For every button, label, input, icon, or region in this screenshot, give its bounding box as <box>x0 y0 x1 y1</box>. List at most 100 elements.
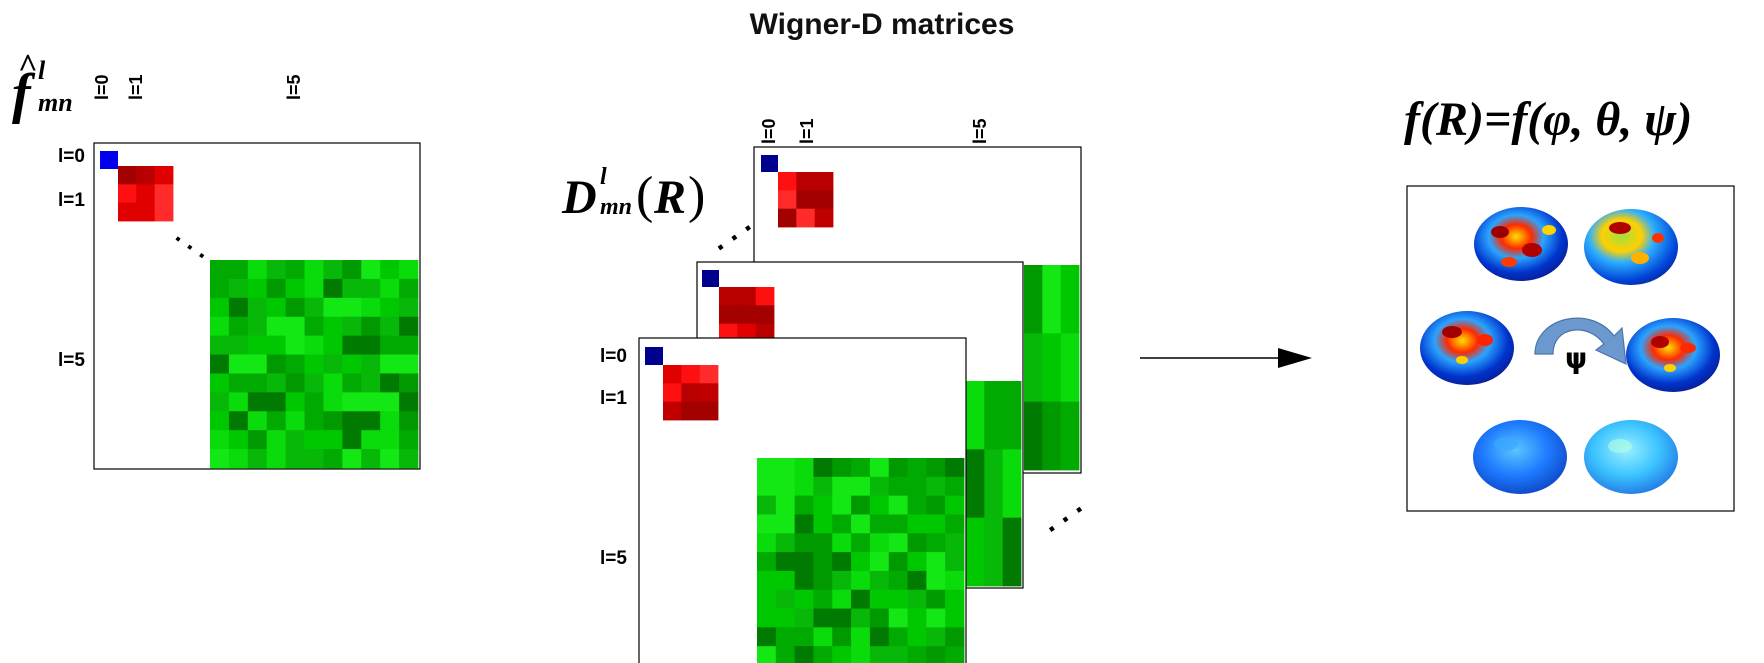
sphere-middle-left <box>1420 311 1514 385</box>
matrix-cell <box>304 411 324 431</box>
matrix-cell <box>1002 517 1022 587</box>
matrix-cell <box>869 476 890 497</box>
matrix-cell <box>663 365 682 384</box>
matrix-cell <box>888 476 908 497</box>
matrix-cell <box>361 297 381 318</box>
matrix-cell <box>775 646 796 663</box>
matrix-cell <box>775 570 796 591</box>
matrix-cell <box>323 392 343 412</box>
matrix-cell <box>775 608 796 628</box>
matrix-cell <box>247 354 268 374</box>
matrix-cell <box>380 335 400 355</box>
matrix-cell <box>228 316 249 337</box>
matrix-cell <box>266 392 287 412</box>
matrix-cell <box>796 208 816 228</box>
matrix-cell <box>794 552 814 572</box>
matrix-cell <box>945 533 965 553</box>
left-symbol-superscript: l <box>38 56 46 85</box>
matrix-cell <box>399 392 419 412</box>
matrix-cell <box>285 297 305 318</box>
matrix-cell <box>699 365 719 384</box>
matrix-cell <box>247 260 268 280</box>
matrix-cell <box>399 354 419 374</box>
matrix-cell <box>247 392 268 412</box>
matrix-cell <box>304 373 324 393</box>
matrix-cell <box>342 411 362 431</box>
matrix-cell <box>813 589 833 609</box>
matrix-cell <box>796 172 816 191</box>
matrix-cell <box>814 190 834 210</box>
middle-row-label-l5: l=5 <box>600 548 627 569</box>
matrix-cell <box>342 449 362 469</box>
matrix-cell <box>907 552 927 572</box>
matrix-cell <box>699 383 719 403</box>
middle-symbol-subscript: mn <box>600 194 633 220</box>
matrix-cell <box>757 495 777 515</box>
matrix-cell <box>945 570 965 591</box>
matrix-cell <box>926 589 946 609</box>
matrix-cell <box>361 278 381 299</box>
matrix-cell <box>945 627 965 647</box>
matrix-cell <box>813 458 833 478</box>
matrix-cell <box>851 570 871 591</box>
matrix-cell <box>285 335 305 355</box>
matrix-cell <box>778 190 797 210</box>
matrix-cell <box>907 533 927 553</box>
matrix-cell <box>888 495 908 515</box>
matrix-cell <box>285 316 305 337</box>
matrix-cell <box>136 184 156 204</box>
matrix-cell <box>342 260 362 280</box>
matrix-cell <box>755 305 775 325</box>
rotation-function-equation: f(R)=f(φ, θ, ψ) <box>1404 93 1693 146</box>
matrix-cell <box>699 401 719 421</box>
matrix-cell <box>888 627 908 647</box>
matrix-cell <box>247 411 268 431</box>
matrix-cell <box>778 172 797 191</box>
matrix-cell <box>228 354 249 374</box>
matrix-cell <box>926 570 946 591</box>
matrix-cell <box>851 514 871 534</box>
matrix-cell <box>304 260 324 280</box>
matrix-cell <box>888 646 908 663</box>
matrix-cell <box>832 552 852 572</box>
matrix-cell <box>984 381 1004 450</box>
matrix-cell <box>342 430 362 450</box>
matrix-cell <box>304 278 324 299</box>
matrix-cell <box>813 476 833 497</box>
matrix-cell <box>342 373 362 393</box>
matrix-cell <box>832 514 852 534</box>
matrix-cell <box>775 514 796 534</box>
middle-stack-symbol: D l mn ( R ) <box>560 164 720 240</box>
sphere-bottom-right <box>1584 420 1678 494</box>
matrix-cell <box>907 646 927 663</box>
matrix-cell <box>794 589 814 609</box>
matrix-cell <box>851 533 871 553</box>
matrix-cell <box>926 627 946 647</box>
matrix-cell <box>266 449 287 469</box>
matrix-cell <box>323 335 343 355</box>
matrix-cell <box>907 514 927 534</box>
matrix-cell <box>304 392 324 412</box>
matrix-cell <box>663 401 682 421</box>
left-row-label-l0: l=0 <box>58 146 85 167</box>
matrix-cell <box>907 570 927 591</box>
left-block-l5 <box>210 260 419 469</box>
matrix-cell <box>118 166 137 185</box>
middle-symbol-superscript: l <box>600 164 607 190</box>
matrix-cell <box>945 476 965 497</box>
matrix-cell <box>907 589 927 609</box>
matrix-cell <box>228 335 249 355</box>
matrix-cell <box>266 316 287 337</box>
matrix-cell <box>361 335 381 355</box>
matrix-cell <box>361 373 381 393</box>
matrix-cell <box>814 208 834 228</box>
matrix-cell <box>832 589 852 609</box>
matrix-cell <box>323 449 343 469</box>
matrix-cell <box>775 589 796 609</box>
matrix-cell <box>926 608 946 628</box>
matrix-cell <box>380 297 400 318</box>
matrix-cell <box>813 552 833 572</box>
matrix-cell <box>794 646 814 663</box>
